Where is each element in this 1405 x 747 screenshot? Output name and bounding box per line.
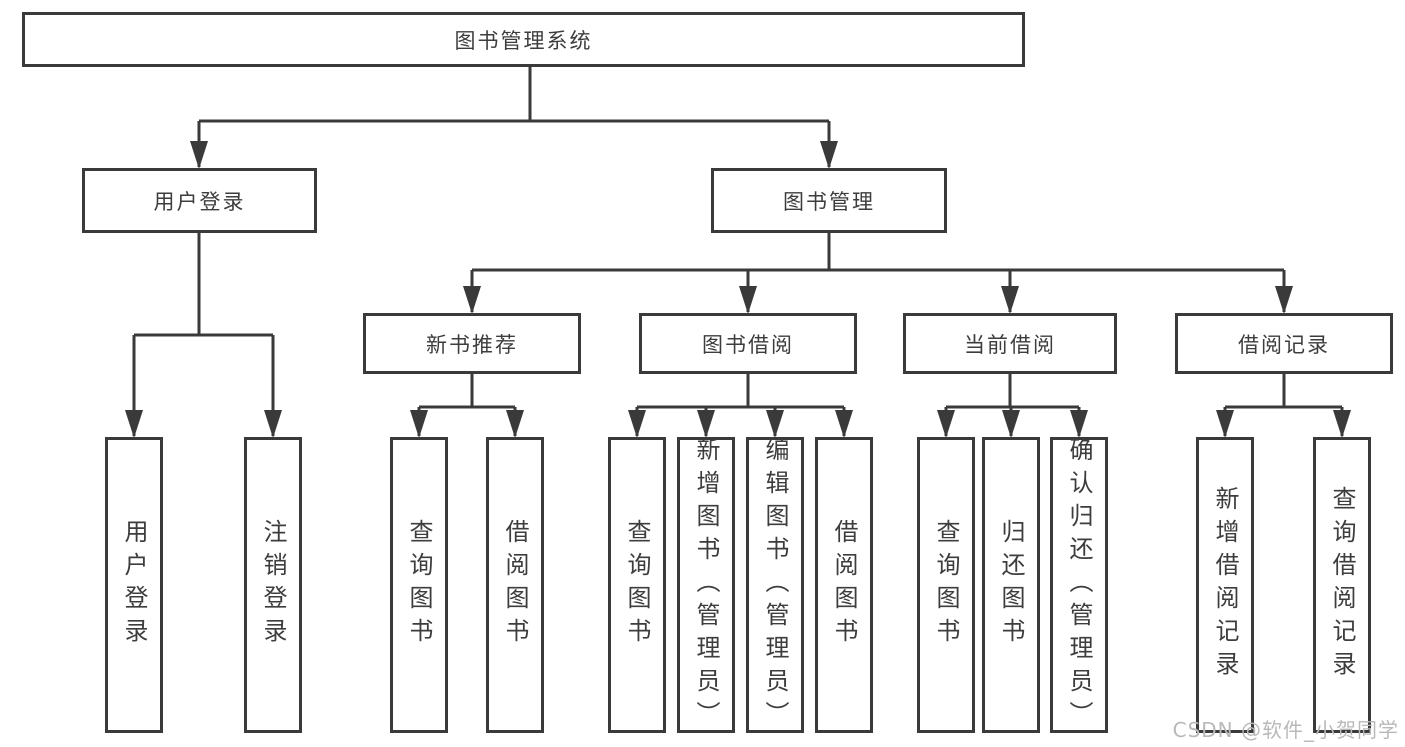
arrowhead-icon [1002, 410, 1020, 438]
node-book-management: 图书管理 [711, 168, 947, 233]
node-root-system: 图书管理系统 [22, 12, 1025, 67]
arrowhead-icon [1333, 410, 1351, 438]
node-book-management-label: 图书管理 [783, 189, 875, 214]
leaf-current-query-books: 查询图书 [917, 437, 975, 733]
connector-book-management-children [470, 233, 1286, 312]
arrowhead-icon [1275, 286, 1293, 314]
node-new-book-recommend-label: 新书推荐 [426, 332, 518, 357]
node-current-borrow-label: 当前借阅 [964, 332, 1056, 357]
leaf-query-borrow-record-label: 查询借阅记录 [1328, 486, 1356, 684]
arrowhead-icon [820, 141, 838, 169]
leaf-edit-book-admin-label: 编辑图书（管理员） [761, 436, 789, 734]
arrowhead-icon [410, 410, 428, 438]
leaf-return-books: 归还图书 [982, 437, 1040, 733]
leaf-return-books-label: 归还图书 [997, 519, 1025, 651]
leaf-borrow-query-books: 查询图书 [608, 437, 666, 733]
leaf-add-book-admin: 新增图书（管理员） [677, 436, 735, 734]
leaf-borrow-borrow-books-label: 借阅图书 [830, 519, 858, 651]
node-borrow-records: 借阅记录 [1175, 313, 1393, 374]
leaf-add-book-admin-label: 新增图书（管理员） [692, 436, 720, 734]
arrowhead-icon [1001, 286, 1019, 314]
arrowhead-icon [264, 410, 282, 438]
arrowhead-icon [739, 286, 757, 314]
node-user-login-label: 用户登录 [153, 189, 246, 214]
arrowhead-icon [766, 410, 784, 438]
arrowhead-icon [697, 410, 715, 438]
node-borrow-records-label: 借阅记录 [1238, 332, 1330, 357]
connector-root-to-level2 [197, 67, 831, 167]
arrowhead-icon [628, 410, 646, 438]
leaf-current-query-books-label: 查询图书 [932, 519, 960, 651]
arrowhead-icon [937, 410, 955, 438]
leaf-user-login-label: 用户登录 [120, 519, 148, 651]
leaf-borrow-borrow-books: 借阅图书 [815, 437, 873, 733]
leaf-edit-book-admin: 编辑图书（管理员） [746, 436, 804, 734]
arrowhead-icon [1216, 410, 1234, 438]
leaf-add-borrow-record: 新增借阅记录 [1196, 437, 1254, 733]
arrowhead-icon [506, 410, 524, 438]
connector-borrow-children [635, 374, 846, 436]
leaf-logout-label: 注销登录 [259, 519, 287, 651]
node-root-system-label: 图书管理系统 [454, 28, 593, 53]
leaf-recommend-borrow-books: 借阅图书 [486, 437, 544, 733]
node-current-borrow: 当前借阅 [903, 313, 1117, 374]
node-new-book-recommend: 新书推荐 [363, 313, 581, 374]
arrowhead-icon [463, 286, 481, 314]
leaf-query-borrow-record: 查询借阅记录 [1313, 437, 1371, 733]
leaf-user-login: 用户登录 [105, 437, 163, 733]
node-book-borrow-label: 图书借阅 [702, 332, 794, 357]
connector-recommend-children [417, 374, 517, 436]
leaf-recommend-borrow-books-label: 借阅图书 [501, 519, 529, 651]
arrowhead-icon [190, 141, 208, 169]
leaf-confirm-return-admin-label: 确认归还（管理员） [1065, 436, 1093, 734]
node-book-borrow: 图书借阅 [639, 313, 857, 374]
leaf-borrow-query-books-label: 查询图书 [623, 519, 651, 651]
arrowhead-icon [125, 410, 143, 438]
arrowhead-icon [835, 410, 853, 438]
connector-records-children [1223, 374, 1344, 436]
leaf-recommend-query-books-label: 查询图书 [405, 519, 433, 651]
csdn-watermark: CSDN @软件_小贺同学 [1172, 718, 1399, 742]
leaf-add-borrow-record-label: 新增借阅记录 [1211, 486, 1239, 684]
leaf-confirm-return-admin: 确认归还（管理员） [1050, 436, 1108, 734]
connector-user-login-children [132, 233, 275, 436]
arrowhead-icon [1070, 410, 1088, 438]
leaf-logout: 注销登录 [244, 437, 302, 733]
node-user-login: 用户登录 [82, 168, 317, 233]
leaf-recommend-query-books: 查询图书 [390, 437, 448, 733]
